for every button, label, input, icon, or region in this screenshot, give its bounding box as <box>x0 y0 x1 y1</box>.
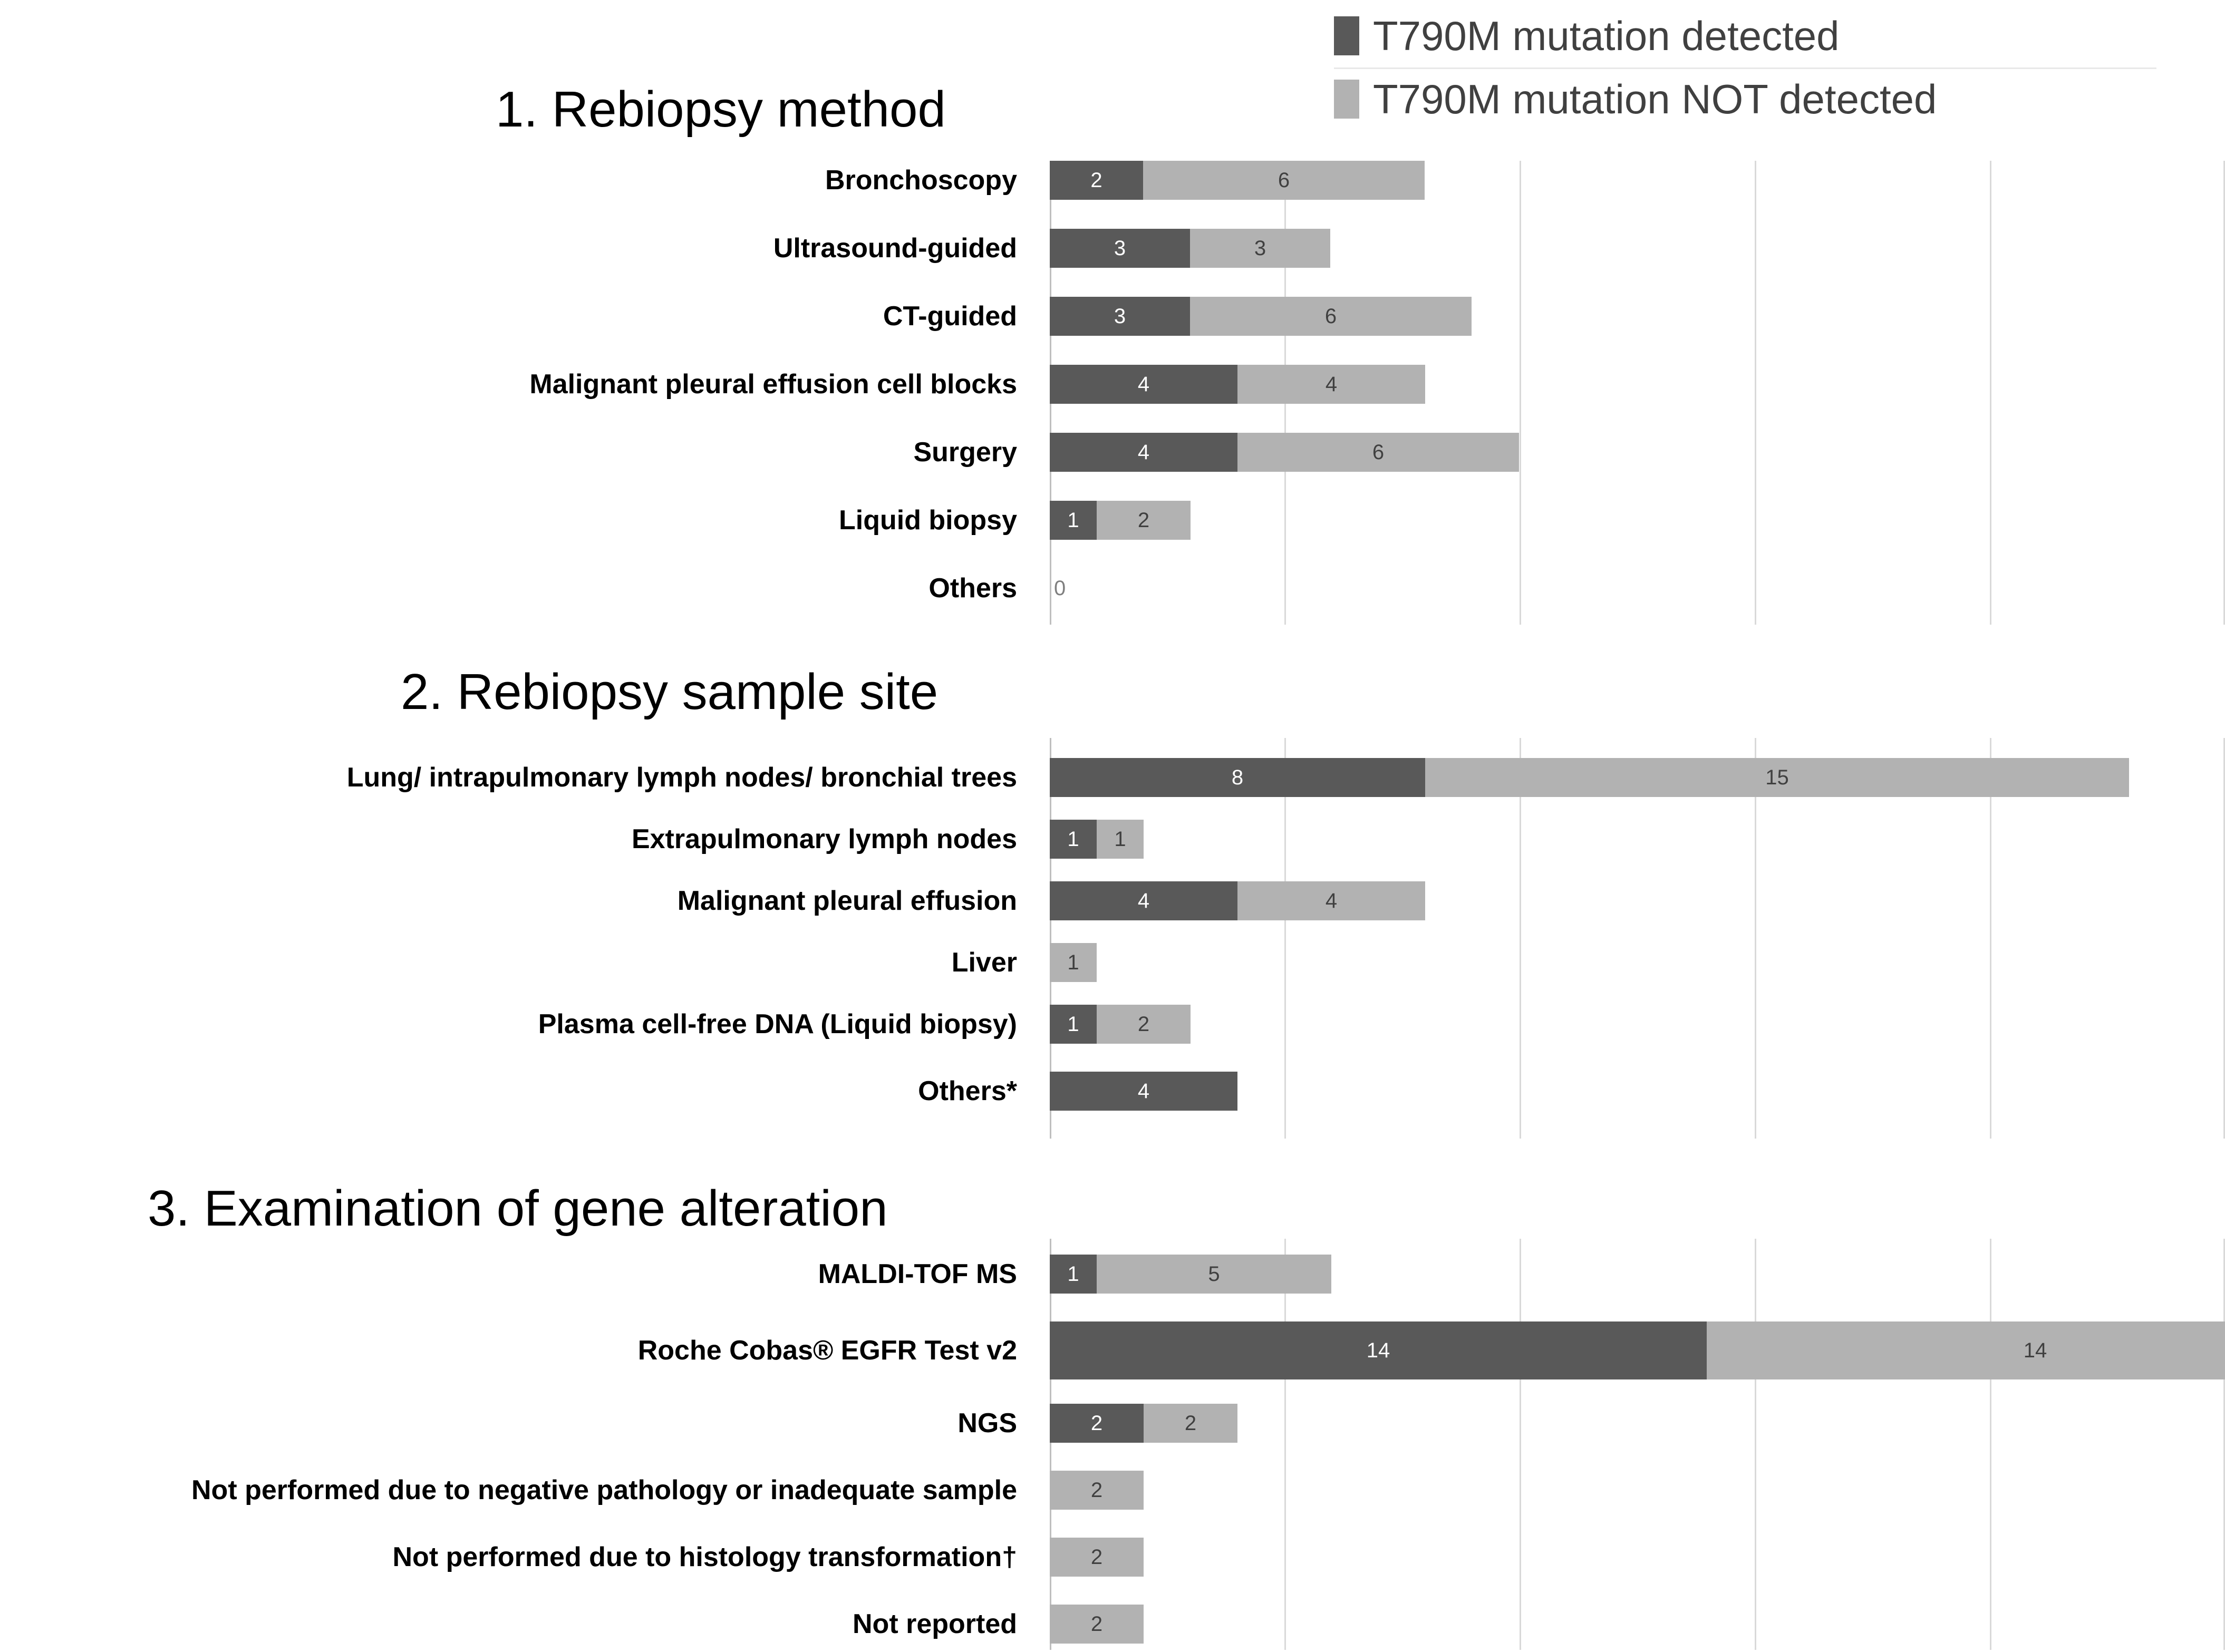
table-row: Not reported 2 <box>0 1605 2225 1644</box>
bar-segment-detected: 1 <box>1050 501 1097 540</box>
bar-segment-not-detected: 2 <box>1097 501 1191 540</box>
bar-segment-detected: 4 <box>1050 433 1237 472</box>
category-label: NGS <box>957 1408 1017 1439</box>
bar-segment-not-detected: 5 <box>1097 1255 1331 1294</box>
chart-2-title: 2. Rebiopsy sample site <box>401 664 939 720</box>
bar-segment-not-detected: 2 <box>1050 1605 1144 1644</box>
category-label: CT-guided <box>883 301 1017 332</box>
category-label: Plasma cell-free DNA (Liquid biopsy) <box>538 1009 1017 1039</box>
bar-segment-not-detected: 4 <box>1237 365 1425 404</box>
category-label: Extrapulmonary lymph nodes <box>631 824 1017 854</box>
bar-segment-detected: 4 <box>1050 365 1237 404</box>
table-row: Extrapulmonary lymph nodes 1 1 <box>0 820 2225 859</box>
bar-segment-not-detected: 14 <box>1707 1321 2225 1379</box>
bar-segment-detected: 4 <box>1050 881 1237 920</box>
bar-segment-not-detected: 2 <box>1050 1538 1144 1577</box>
bar-segment-not-detected: 6 <box>1237 433 1519 472</box>
category-label: Others <box>928 573 1017 604</box>
legend-item-not-detected: T790M mutation NOT detected <box>1334 67 2204 131</box>
bar-segment-detected: 4 <box>1050 1072 1237 1111</box>
bar-value-zero: 0 <box>1054 577 1066 600</box>
gridline <box>1755 1239 1756 1650</box>
table-row: Liver 1 <box>0 943 2225 982</box>
legend-label-detected: T790M mutation detected <box>1373 13 1840 59</box>
gridline <box>1520 1239 1521 1650</box>
bar-segment-not-detected: 2 <box>1144 1404 1237 1443</box>
table-row: Plasma cell-free DNA (Liquid biopsy) 1 2 <box>0 1005 2225 1044</box>
bar-segment-not-detected: 6 <box>1190 297 1472 336</box>
category-label: Lung/ intrapulmonary lymph nodes/ bronch… <box>346 762 1017 793</box>
bar-segment-detected: 3 <box>1050 229 1190 268</box>
bar-segment-detected: 8 <box>1050 758 1425 797</box>
category-label: MALDI-TOF MS <box>818 1259 1017 1289</box>
table-row: Not performed due to negative pathology … <box>0 1471 2225 1510</box>
table-row: Not performed due to histology transform… <box>0 1538 2225 1577</box>
bar-segment-not-detected: 4 <box>1237 881 1425 920</box>
table-row: Liquid biopsy 1 2 <box>0 501 2225 540</box>
bar-segment-not-detected: 6 <box>1143 161 1425 200</box>
bar-segment-not-detected: 15 <box>1425 758 2129 797</box>
bar-segment-detected: 2 <box>1050 161 1143 200</box>
chart-3-axis <box>1050 1239 1051 1650</box>
legend-item-detected: T790M mutation detected <box>1334 4 2204 69</box>
bar-segment-not-detected: 3 <box>1190 229 1330 268</box>
table-row: Others* 4 <box>0 1072 2225 1111</box>
category-label: Not performed due to histology transform… <box>392 1542 1018 1572</box>
bar-segment-detected: 14 <box>1050 1321 1707 1379</box>
gridline <box>1284 1239 1286 1650</box>
bar-segment-detected: 2 <box>1050 1404 1144 1443</box>
category-label: Bronchoscopy <box>825 165 1017 196</box>
table-row: Ultrasound-guided 3 3 <box>0 229 2225 268</box>
legend-swatch-not-detected <box>1334 80 1359 119</box>
category-label: Ultrasound-guided <box>773 233 1017 264</box>
table-row: Lung/ intrapulmonary lymph nodes/ bronch… <box>0 758 2225 797</box>
category-label: Liquid biopsy <box>839 505 1017 536</box>
bar-segment-detected: 1 <box>1050 1255 1097 1294</box>
category-label: Malignant pleural effusion <box>677 886 1017 916</box>
chart-1-title: 1. Rebiopsy method <box>496 81 946 138</box>
bar-segment-detected: 1 <box>1050 820 1097 859</box>
bar-segment-detected: 3 <box>1050 297 1190 336</box>
table-row: Others 0 <box>0 569 2225 608</box>
legend-label-not-detected: T790M mutation NOT detected <box>1373 76 1937 122</box>
legend-swatch-detected <box>1334 16 1359 55</box>
table-row: MALDI-TOF MS 1 5 <box>0 1255 2225 1294</box>
bar-segment-not-detected: 1 <box>1050 943 1097 982</box>
table-row: Malignant pleural effusion cell blocks 4… <box>0 365 2225 404</box>
table-row: Roche Cobas® EGFR Test v2 14 14 <box>0 1321 2225 1379</box>
category-label: Malignant pleural effusion cell blocks <box>529 369 1017 400</box>
category-label: Surgery <box>913 437 1017 468</box>
category-label: Others* <box>918 1076 1017 1106</box>
category-label: Liver <box>951 947 1017 978</box>
category-label: Roche Cobas® EGFR Test v2 <box>637 1335 1017 1366</box>
chart-3-plot <box>1050 1239 2225 1650</box>
bar-segment-not-detected: 1 <box>1097 820 1144 859</box>
bar-segment-not-detected: 2 <box>1050 1471 1144 1510</box>
table-row: NGS 2 2 <box>0 1404 2225 1443</box>
chart-3-title: 3. Examination of gene alteration <box>148 1180 888 1237</box>
table-row: CT-guided 3 6 <box>0 297 2225 336</box>
gridline <box>1990 1239 1991 1650</box>
bar-segment-detected: 1 <box>1050 1005 1097 1044</box>
chart-3-gridlines <box>1050 1239 2225 1650</box>
legend-divider <box>1334 67 2156 69</box>
category-label: Not reported <box>853 1609 1017 1639</box>
chart-legend: T790M mutation detected T790M mutation N… <box>1334 4 2204 131</box>
category-label: Not performed due to negative pathology … <box>191 1475 1017 1505</box>
table-row: Bronchoscopy 2 6 <box>0 161 2225 200</box>
table-row: Malignant pleural effusion 4 4 <box>0 881 2225 920</box>
table-row: Surgery 4 6 <box>0 433 2225 472</box>
bar-segment-not-detected: 2 <box>1097 1005 1191 1044</box>
